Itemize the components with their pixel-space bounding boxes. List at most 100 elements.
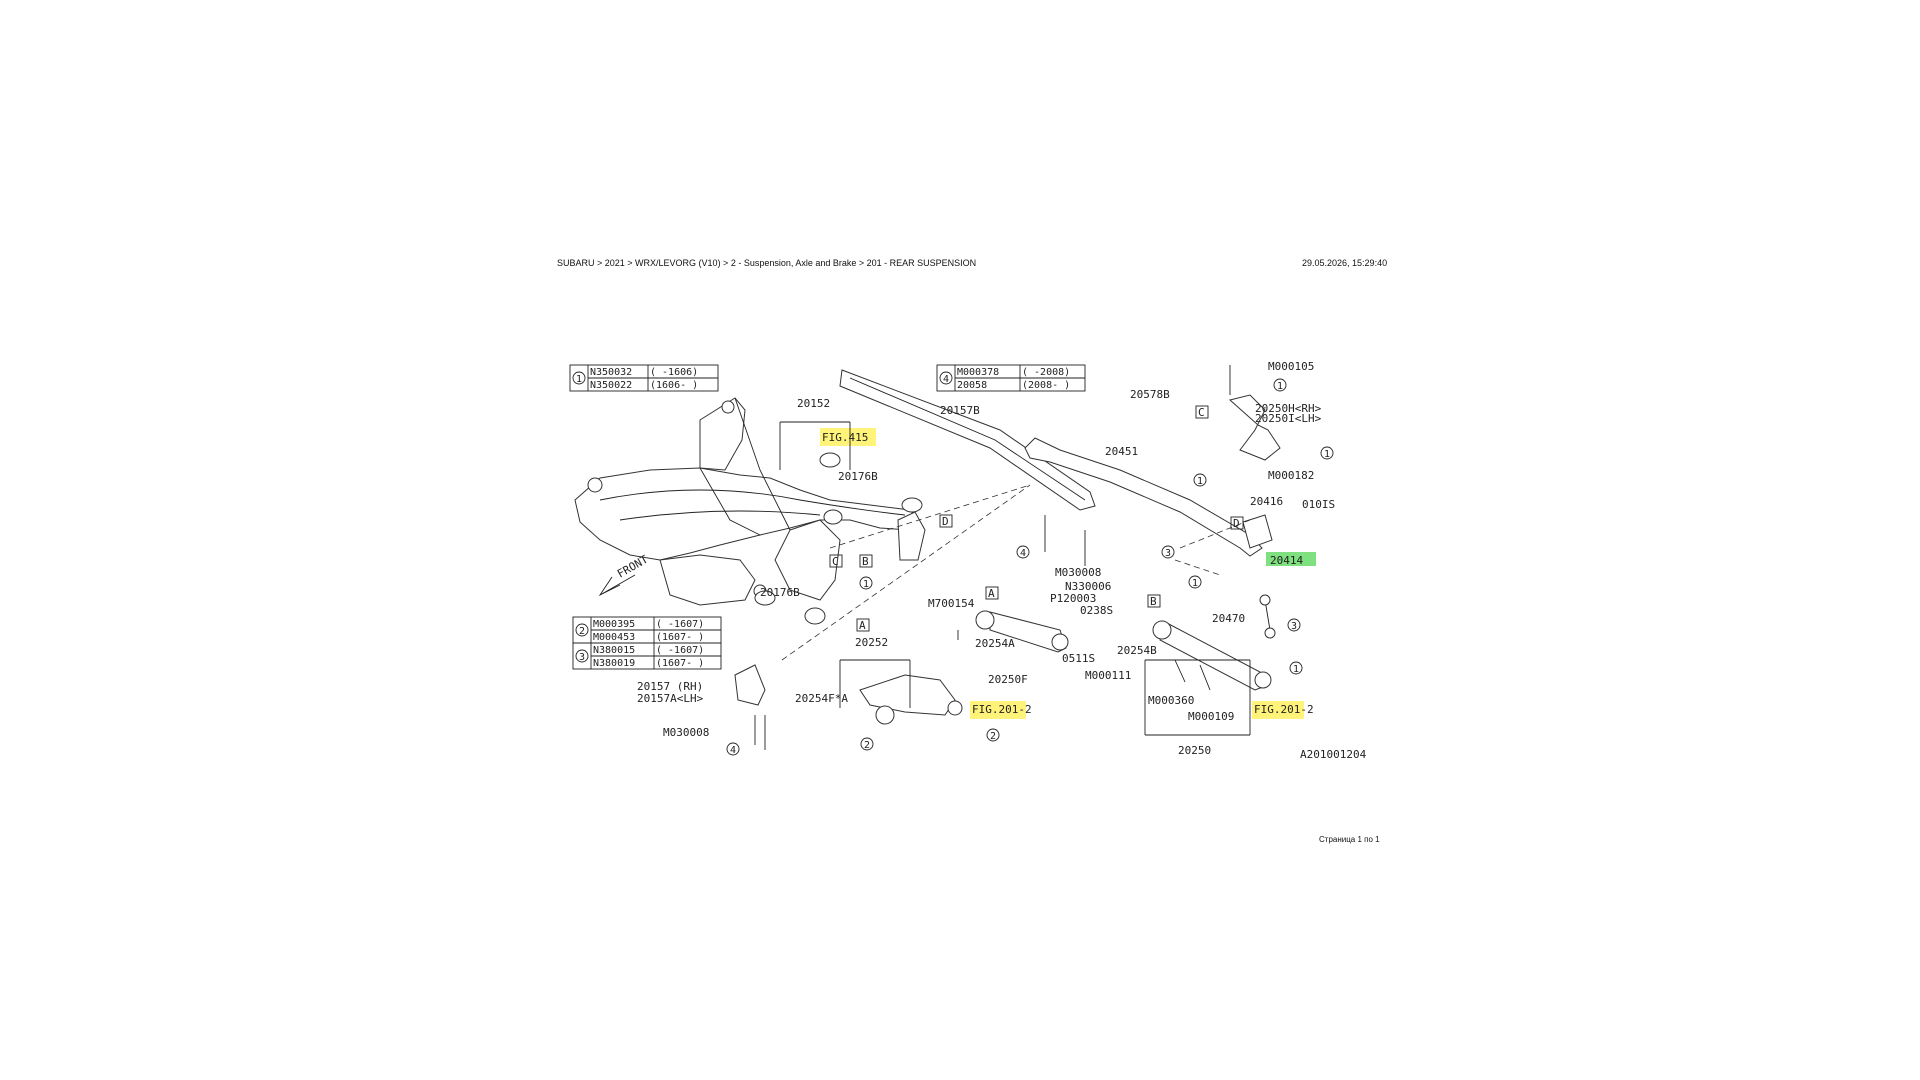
figure-id: A201001204 — [1300, 748, 1367, 761]
label-fig201-b: FIG.201-2 — [1254, 703, 1314, 716]
table-key-2: 2 — [579, 626, 585, 637]
label-20250i: 20250I<LH> — [1255, 412, 1322, 425]
callout-box-c: C — [1198, 406, 1205, 419]
label-20157b: 20157B — [940, 404, 980, 417]
label-0238s: 0238S — [1080, 604, 1113, 617]
label-20250h: 20250H<RH> — [1255, 402, 1322, 415]
label-m700154: M700154 — [928, 597, 975, 610]
crossmember-20157b — [839, 369, 1096, 511]
lateral-link-20250 — [1152, 620, 1272, 691]
label-20416: 20416 — [1250, 495, 1283, 508]
callout-circle-4: 4 — [730, 745, 736, 756]
label-20176b-bottom: 20176B — [760, 586, 800, 599]
label-m000109: M000109 — [1188, 710, 1234, 723]
label-m000105: M000105 — [1268, 360, 1314, 373]
label-20578b: 20578B — [1130, 388, 1170, 401]
label-20157-rh: 20157 (RH) — [637, 680, 703, 693]
label-010is: 010IS — [1302, 498, 1335, 511]
lower-arm-20252 — [859, 674, 963, 725]
label-0511s: 0511S — [1062, 652, 1095, 665]
subframe-20152 — [574, 397, 926, 625]
box-callouts: C C B B D D A A — [829, 405, 1244, 632]
part-labels: 20152 FIG.415 20176B 20176B 20157B 20451… — [637, 360, 1367, 761]
callout-box-a: A — [859, 619, 866, 632]
label-20254b: 20254B — [1117, 644, 1157, 657]
callout-circle-1: 1 — [1192, 578, 1198, 589]
label-m030008-a: M030008 — [1055, 566, 1101, 579]
print-timestamp: 29.05.2026, 15:29:40 — [1302, 258, 1388, 268]
table-cell: 20058 — [957, 380, 987, 391]
stabilizer-20451 — [1024, 437, 1263, 557]
upper-arm-20250h — [1228, 394, 1281, 461]
table-cell: M000395 — [593, 619, 635, 630]
label-n330006: N330006 — [1065, 580, 1111, 593]
table-cell: M000453 — [593, 632, 635, 643]
callout-box-b: B — [1150, 595, 1157, 608]
table-cell: (1606- ) — [650, 380, 698, 391]
front-arrow: FRONT — [598, 553, 651, 597]
highlight-fig201-a — [970, 701, 1026, 719]
table-cell: N350032 — [590, 367, 632, 378]
label-20252: 20252 — [855, 636, 888, 649]
callout-circle-2: 2 — [864, 740, 870, 751]
label-m000182: M000182 — [1268, 469, 1314, 482]
label-m000111: M000111 — [1085, 669, 1131, 682]
callout-circle-1: 1 — [863, 579, 869, 590]
label-20451: 20451 — [1105, 445, 1138, 458]
label-m000360: M000360 — [1148, 694, 1194, 707]
label-20250f: 20250F — [988, 673, 1028, 686]
label-20470: 20470 — [1212, 612, 1245, 625]
callout-box-b: B — [862, 555, 869, 568]
callout-circle-1: 1 — [1293, 664, 1299, 675]
table-cell: (1607- ) — [656, 632, 704, 643]
table-cell: (2008- ) — [1022, 380, 1070, 391]
bracket-20157 — [734, 664, 766, 706]
callout-circle-1: 1 — [1197, 476, 1203, 487]
callout-circle-1: 1 — [1324, 449, 1330, 460]
guide-lines — [779, 421, 1251, 736]
highlight-fig415 — [820, 428, 876, 446]
callout-circle-1: 1 — [1277, 381, 1283, 392]
table-key-1: 1 — [576, 374, 582, 385]
callout-box-d: D — [1233, 517, 1240, 530]
breadcrumb: SUBARU > 2021 > WRX/LEVORG (V10) > 2 - S… — [557, 258, 977, 268]
table-cell: N350022 — [590, 380, 632, 391]
table-cell: ( -1607) — [656, 619, 704, 630]
table-cell: N380019 — [593, 658, 635, 669]
callout-box-c: C — [832, 555, 839, 568]
legend-table-4: 4 M000378 ( -2008) 20058 (2008- ) — [936, 364, 1086, 392]
table-cell: ( -1607) — [656, 645, 704, 656]
legend-table-2: 2 M000395 ( -1607) M000453 (1607- ) — [572, 616, 722, 644]
label-20414: 20414 — [1270, 554, 1303, 567]
bushing-20416 — [1242, 514, 1273, 549]
table-key-3: 3 — [579, 652, 585, 663]
legend-table-3: 3 N380015 ( -1607) N380019 (1607- ) — [572, 642, 722, 670]
label-20157a-lh: 20157A<LH> — [637, 692, 704, 705]
lateral-link-20250f — [975, 610, 1069, 653]
label-20152: 20152 — [797, 397, 830, 410]
stabilizer-link-20470 — [1259, 594, 1276, 639]
label-m030008-b: M030008 — [663, 726, 709, 739]
table-key-4: 4 — [943, 374, 949, 385]
callout-box-d: D — [942, 515, 949, 528]
callout-circle-3: 3 — [1165, 548, 1171, 559]
legend-table-1: 1 N350032 ( -1606) N350022 (1606- ) — [569, 364, 719, 392]
label-p120003: P120003 — [1050, 592, 1096, 605]
table-cell: M000378 — [957, 367, 999, 378]
circle-callouts: 1 1 1 1 1 1 2 2 3 3 4 4 — [726, 378, 1334, 756]
highlight-20414 — [1266, 552, 1316, 566]
highlight-fig201-b — [1252, 701, 1304, 719]
label-20254fa: 20254F*A — [795, 692, 848, 705]
label-fig201-a: FIG.201-2 — [972, 703, 1032, 716]
table-cell: (1607- ) — [656, 658, 704, 669]
table-cell: ( -2008) — [1022, 367, 1070, 378]
label-20250: 20250 — [1178, 744, 1211, 757]
page-info: Страница 1 по 1 — [1319, 835, 1380, 844]
label-20254a: 20254A — [975, 637, 1015, 650]
callout-box-a: A — [988, 587, 995, 600]
table-cell: N380015 — [593, 645, 635, 656]
bolts — [754, 365, 1231, 750]
label-fig415: FIG.415 — [822, 431, 868, 444]
callout-circle-3: 3 — [1291, 621, 1297, 632]
